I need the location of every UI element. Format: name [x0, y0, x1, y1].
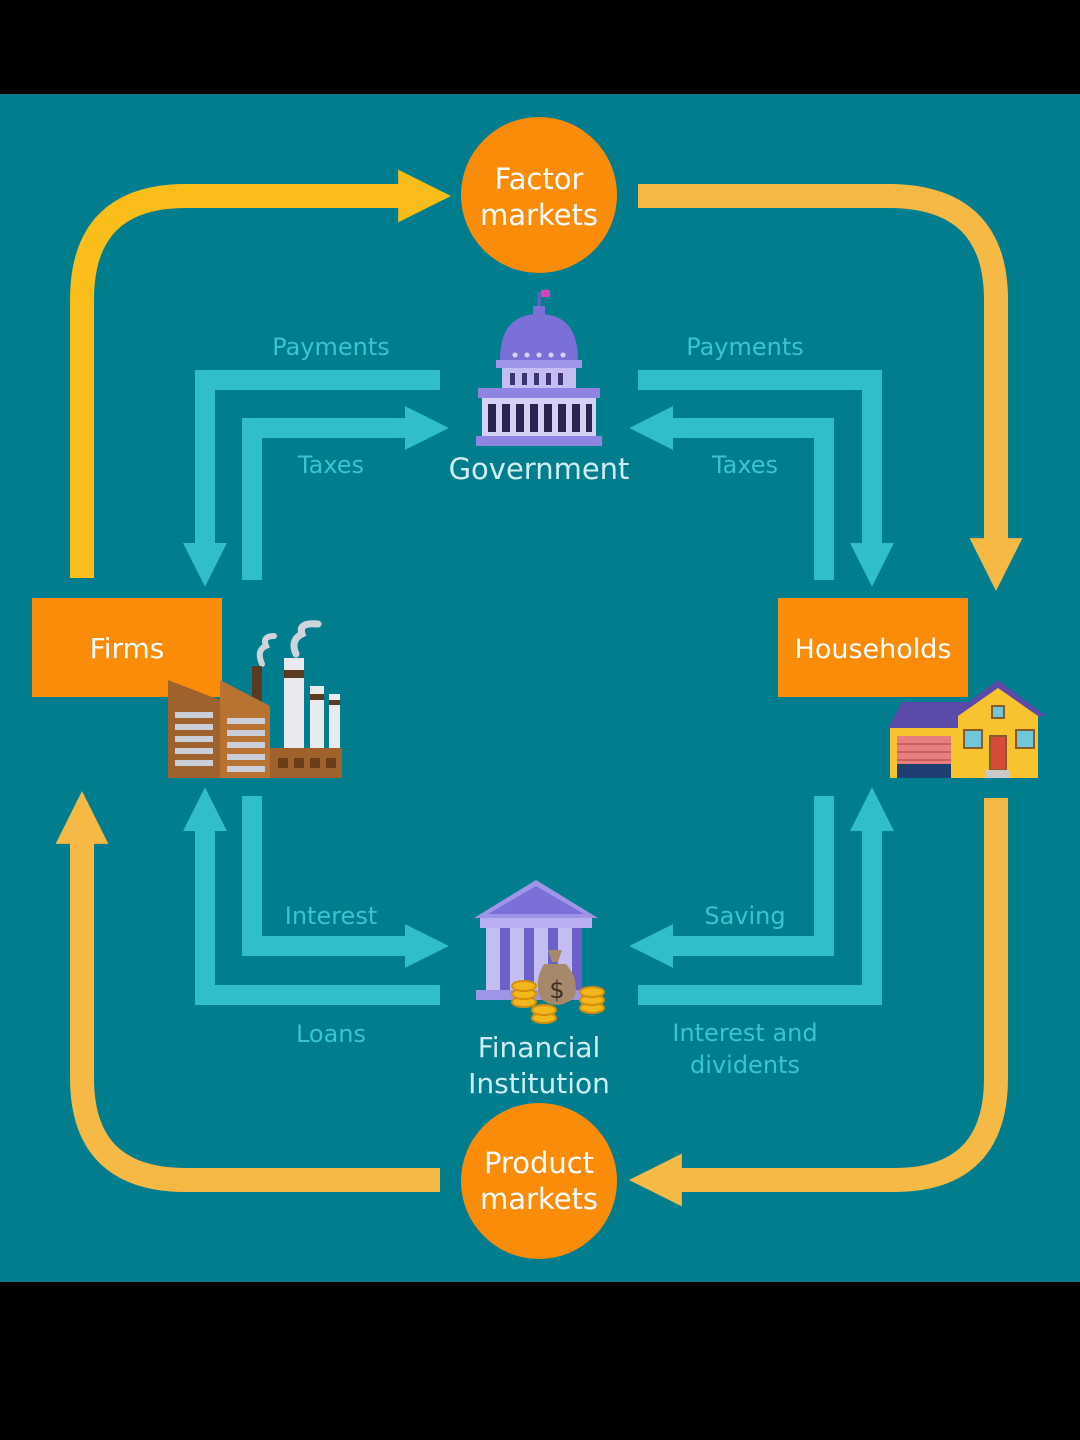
money-bag-icon: $ [537, 950, 576, 1005]
government-building-icon [476, 290, 602, 446]
label-loans: Loans [296, 1020, 366, 1048]
house-icon [888, 680, 1046, 778]
financial-institution-label-line1: Financial [478, 1031, 601, 1064]
product-markets-label-line1: Product [484, 1146, 594, 1180]
flow-firms-taxes-to-government [242, 405, 449, 580]
top-frame-band [0, 0, 1080, 94]
factor-markets-node: Factor markets [461, 117, 617, 273]
households-label: Households [795, 634, 952, 665]
coin-stack-icon [511, 980, 605, 1024]
flow-government-payments-to-firms [182, 370, 440, 587]
flow-firms-to-factor-markets [70, 169, 451, 578]
firms-node: Firms [32, 598, 222, 697]
label-payments-firms: Payments [272, 333, 390, 361]
firms-label: Firms [90, 632, 165, 665]
flow-government-payments-to-households [638, 370, 895, 587]
label-saving: Saving [704, 902, 785, 930]
product-markets-label-line2: markets [480, 1182, 598, 1216]
bottom-frame-band [0, 1282, 1080, 1440]
flow-product-markets-to-firms [55, 791, 440, 1192]
flow-households-saving-to-financial [629, 796, 834, 969]
flow-firms-interest-to-financial [242, 796, 449, 969]
flow-financial-interest-dividends-to-households [638, 787, 895, 1005]
financial-institution-label-line2: Institution [468, 1067, 610, 1100]
factor-markets-label-line1: Factor [495, 162, 584, 196]
households-node: Households [778, 598, 968, 697]
svg-text:$: $ [549, 976, 564, 1004]
flow-households-taxes-to-government [629, 405, 834, 580]
label-taxes-households: Taxes [711, 451, 778, 479]
factor-markets-label-line2: markets [480, 198, 598, 232]
label-payments-households: Payments [686, 333, 804, 361]
factory-icon [168, 620, 342, 778]
flow-households-to-product-markets [629, 798, 1008, 1207]
label-interest: Interest [285, 902, 377, 930]
label-taxes-firms: Taxes [297, 451, 364, 479]
label-interest-dividends-line1: Interest and [672, 1019, 817, 1047]
government-label: Government [449, 452, 630, 486]
label-interest-dividends-line2: dividents [690, 1051, 800, 1079]
product-markets-node: Product markets [461, 1103, 617, 1259]
flow-financial-loans-to-firms [182, 787, 440, 1005]
flow-factor-markets-to-households [638, 184, 1023, 591]
